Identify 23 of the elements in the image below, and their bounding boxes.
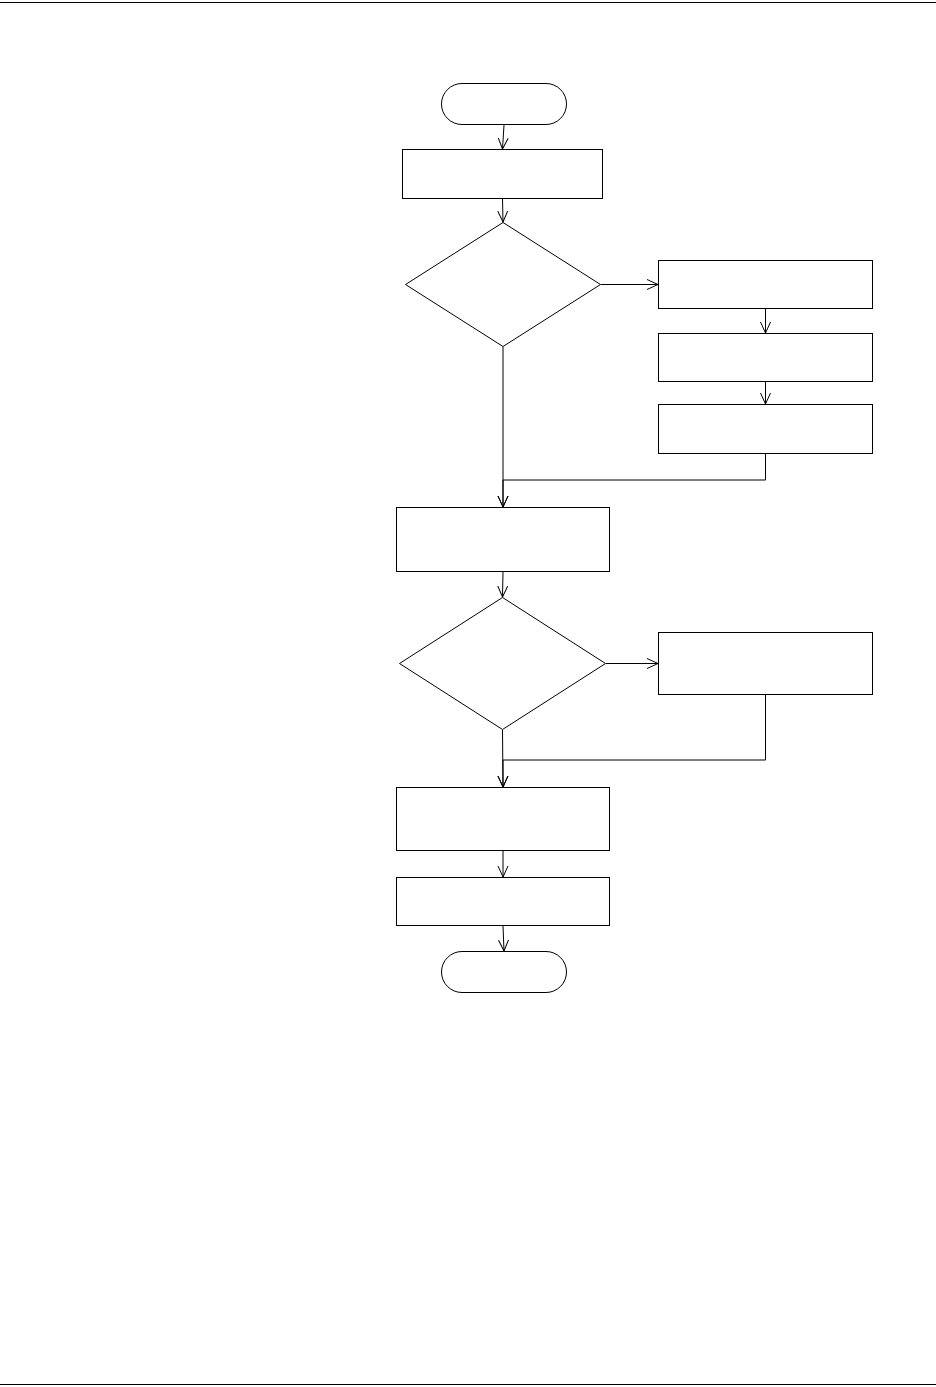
terminator-shape xyxy=(441,951,567,993)
arrow xyxy=(760,381,771,405)
arrow xyxy=(497,124,509,150)
process-box xyxy=(396,787,610,851)
arrow xyxy=(498,925,510,952)
decision-diamond xyxy=(405,222,601,347)
terminator-shape xyxy=(441,83,567,125)
process-box xyxy=(402,149,603,199)
process-box xyxy=(658,333,873,382)
arrow xyxy=(497,850,509,878)
process-box xyxy=(658,260,873,309)
arrow xyxy=(497,453,766,508)
arrow xyxy=(600,279,659,290)
arrow xyxy=(605,658,659,669)
process-box xyxy=(396,877,610,926)
arrow xyxy=(497,198,509,223)
arrow xyxy=(497,694,766,788)
process-box xyxy=(658,632,873,695)
process-box xyxy=(658,404,873,454)
decision-diamond xyxy=(399,597,606,730)
arrow xyxy=(760,308,771,334)
arrow xyxy=(497,571,509,598)
process-box xyxy=(396,507,610,572)
